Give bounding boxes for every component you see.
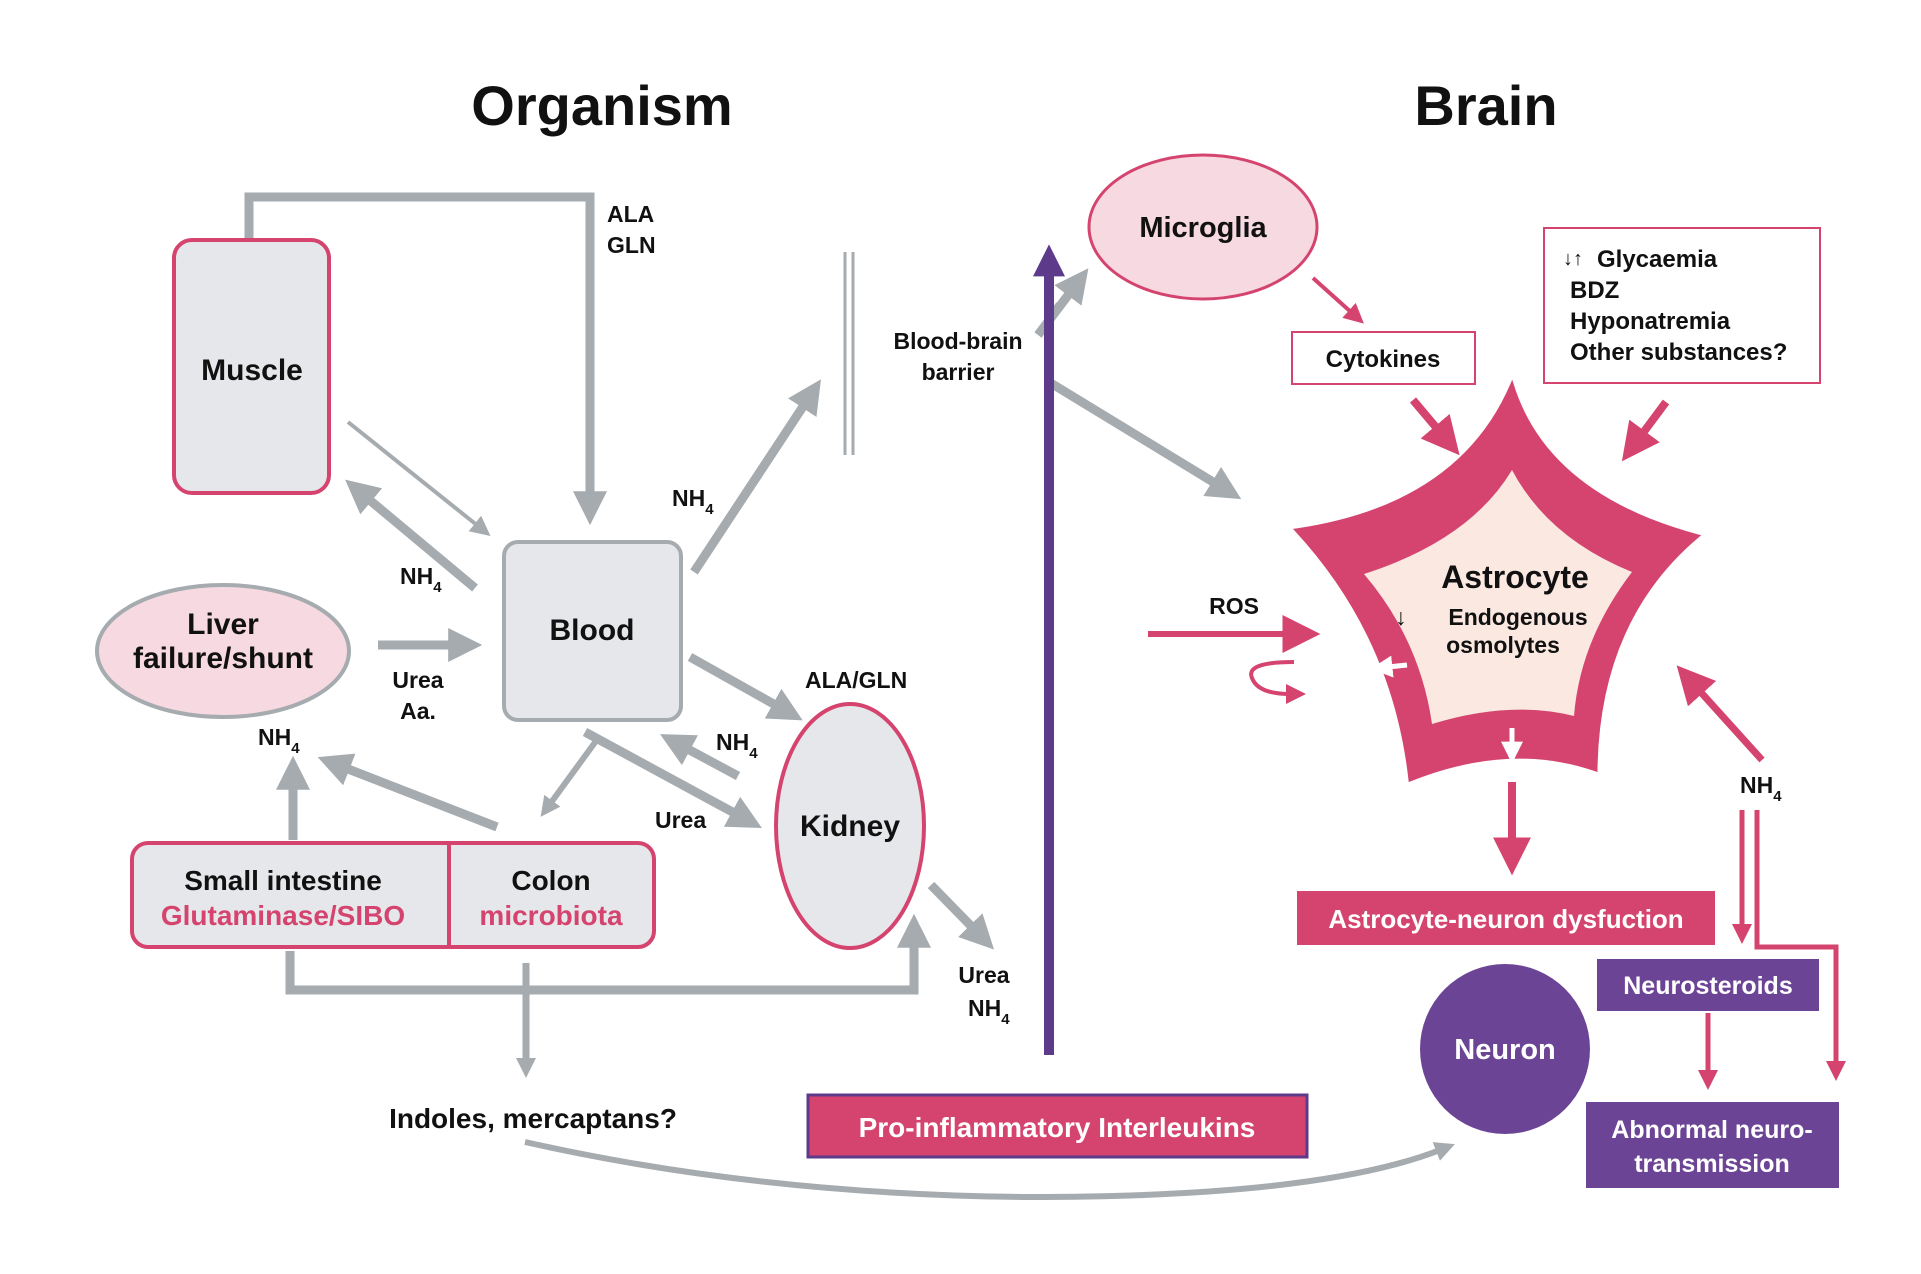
astrocyte-node: Astrocyte ↓ Endogenous osmolytes bbox=[1292, 379, 1702, 783]
intestine-to-liver-arrow bbox=[317, 753, 499, 832]
neurosteroids-box: Neurosteroids bbox=[1597, 959, 1819, 1011]
nh4-label-muscle: NH4 bbox=[400, 563, 442, 596]
nh4-label-blood-bbb: NH4 bbox=[672, 485, 714, 518]
osmolyte-out-arrow-left bbox=[1370, 655, 1408, 678]
intestine-to-kidney-arrow bbox=[285, 913, 931, 995]
blood-to-colon-arrow bbox=[540, 739, 599, 817]
urea-label-kidney: Urea bbox=[655, 807, 706, 833]
factor-other-substances: Other substances? bbox=[1570, 339, 1787, 366]
small-intestine-label: Small intestine bbox=[184, 865, 382, 896]
factor-glycaemia: Glycaemia bbox=[1597, 246, 1718, 273]
cytokines-to-astrocyte-arrow bbox=[1409, 397, 1460, 456]
down-arrow-icon: ↓ bbox=[1395, 604, 1407, 630]
organism-title: Organism bbox=[471, 74, 732, 137]
nh4-label-intestine: NH4 bbox=[258, 724, 300, 757]
dysfunction-box: Astrocyte-neuron dysfuction bbox=[1297, 891, 1715, 945]
bbb-to-astrocyte-arrow bbox=[1046, 378, 1242, 500]
factors-box: ↓↑ Glycaemia BDZ Hyponatremia Other subs… bbox=[1543, 227, 1821, 384]
nh4-label-excretion: NH4 bbox=[968, 995, 1010, 1028]
cytokines-label: Cytokines bbox=[1326, 346, 1441, 373]
gln-label: GLN bbox=[607, 232, 656, 258]
microglia-label: Microglia bbox=[1139, 212, 1267, 244]
kidney-label: Kidney bbox=[800, 810, 900, 843]
factor-bdz: BDZ bbox=[1570, 277, 1619, 304]
nh4-label-kidney: NH4 bbox=[716, 729, 758, 762]
cytokines-box: Cytokines bbox=[1291, 331, 1476, 385]
colon-label: Colon bbox=[511, 865, 590, 896]
kidney-to-blood-arrow bbox=[660, 734, 741, 780]
blood-label: Blood bbox=[550, 614, 635, 647]
nh4-label-brain: NH4 bbox=[1740, 772, 1782, 805]
abnormal-box: Abnormal neuro- transmission bbox=[1586, 1102, 1839, 1188]
urea-label-excretion: Urea bbox=[958, 962, 1009, 988]
bbb-label-line1: Blood-brain bbox=[893, 328, 1022, 354]
liver-node: Liver failure/shunt bbox=[95, 583, 351, 719]
osmolytes-label-line1: Endogenous bbox=[1448, 604, 1587, 630]
bbb-label-line2: barrier bbox=[922, 359, 995, 385]
ros-label: ROS bbox=[1209, 593, 1259, 619]
indoles-to-neuron-arrow bbox=[524, 1139, 1455, 1201]
organism-arrows bbox=[244, 192, 1455, 1201]
blood-to-bbb-arrow bbox=[690, 379, 821, 575]
astrocyte-label: Astrocyte bbox=[1441, 559, 1589, 595]
liver-label-line2: failure/shunt bbox=[133, 642, 313, 675]
dysfunction-label: Astrocyte-neuron dysfuction bbox=[1328, 904, 1683, 934]
pro-inflammatory-box: Pro-inflammatory Interleukins bbox=[806, 1093, 1309, 1159]
osmolytes-label-line2: osmolytes bbox=[1446, 632, 1560, 658]
microglia-to-cytokines-arrow bbox=[1311, 276, 1364, 324]
abnormal-label-line2: transmission bbox=[1634, 1150, 1790, 1178]
factors-to-astrocyte-arrow bbox=[1621, 399, 1670, 462]
ala-label: ALA bbox=[607, 201, 654, 227]
microglia-node: Microglia bbox=[1087, 153, 1319, 301]
ala-gln-label-kidney: ALA/GLN bbox=[805, 667, 907, 693]
blood-node: Blood bbox=[502, 540, 683, 722]
muscle-node: Muscle bbox=[172, 238, 331, 495]
brain-title: Brain bbox=[1414, 74, 1557, 137]
small-intestine-sub-label: Glutaminase/SIBO bbox=[161, 900, 405, 931]
intestine-node: Small intestine Glutaminase/SIBO Colon m… bbox=[130, 841, 656, 949]
muscle-blood-thin-arrow bbox=[346, 420, 491, 536]
nh4-to-astrocyte-arrow bbox=[1676, 665, 1765, 763]
neuron-label: Neuron bbox=[1454, 1034, 1556, 1066]
aa-label-liver: Aa. bbox=[400, 698, 436, 724]
factor-hyponatremia: Hyponatremia bbox=[1570, 308, 1731, 335]
muscle-label: Muscle bbox=[201, 354, 303, 387]
kidney-excretion-arrow bbox=[927, 881, 995, 950]
intestine-urea-to-kidney-arrow bbox=[582, 728, 762, 828]
indoles-label: Indoles, mercaptans? bbox=[389, 1103, 677, 1134]
blood-to-muscle-arrow bbox=[345, 479, 478, 592]
abnormal-label-line1: Abnormal neuro- bbox=[1611, 1116, 1812, 1144]
blood-to-kidney-arrow bbox=[687, 653, 803, 721]
pro-inflammatory-label: Pro-inflammatory Interleukins bbox=[859, 1112, 1256, 1143]
kidney-node: Kidney bbox=[774, 702, 926, 950]
ros-loop-arrow bbox=[1249, 660, 1306, 704]
neurosteroids-label: Neurosteroids bbox=[1623, 972, 1792, 1000]
liver-label-line1: Liver bbox=[187, 608, 259, 641]
muscle-to-blood-arrow bbox=[244, 192, 607, 526]
bbb-to-microglia-arrow bbox=[1034, 268, 1089, 338]
neuron-node: Neuron bbox=[1420, 964, 1590, 1134]
updown-arrows-icon: ↓↑ bbox=[1563, 248, 1583, 270]
nh4-to-abnormal-arrow bbox=[1754, 810, 1846, 1081]
colon-sub-label: microbiota bbox=[479, 900, 623, 931]
urea-label-liver: Urea bbox=[392, 667, 443, 693]
